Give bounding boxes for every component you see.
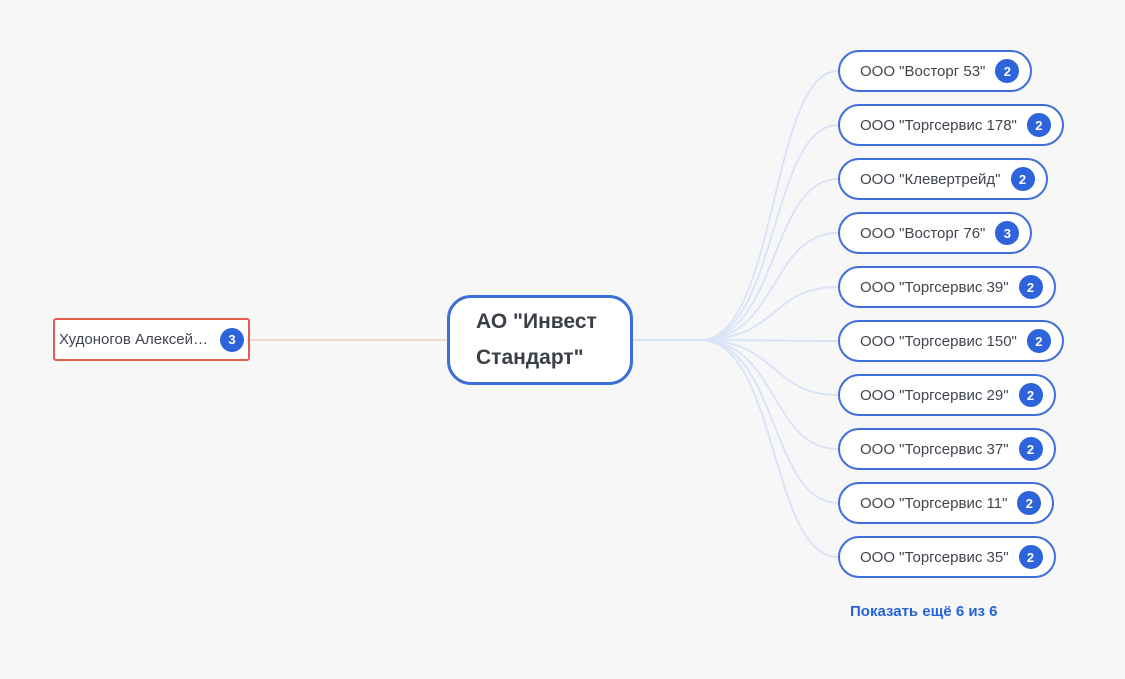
company-node-badge[interactable]: 2 xyxy=(1026,113,1051,137)
company-node[interactable]: ООО "Торгсервис 29" 2 xyxy=(838,374,1056,416)
person-node[interactable]: Худоногов Алексей… 3 xyxy=(53,318,250,361)
company-node-badge[interactable]: 2 xyxy=(995,59,1020,83)
company-node-label: ООО "Клевертрейд" xyxy=(860,170,1001,188)
company-node[interactable]: ООО "Торгсервис 11" 2 xyxy=(838,482,1055,524)
company-node-label: ООО "Торгсервис 178" xyxy=(860,116,1017,134)
company-node-label: ООО "Восторг 76" xyxy=(860,224,986,242)
company-node-badge[interactable]: 2 xyxy=(1018,275,1043,299)
root-company-node[interactable]: АО "Инвест Стандарт" xyxy=(447,295,633,385)
company-node-badge[interactable]: 2 xyxy=(1018,383,1043,407)
company-node[interactable]: ООО "Восторг 53" 2 xyxy=(838,50,1033,92)
company-node[interactable]: ООО "Торгсервис 39" 2 xyxy=(838,266,1056,308)
company-node[interactable]: ООО "Торгсервис 35" 2 xyxy=(838,536,1056,578)
person-node-badge[interactable]: 3 xyxy=(220,327,245,352)
company-node-badge[interactable]: 2 xyxy=(1018,437,1043,461)
company-node[interactable]: ООО "Торгсервис 37" 2 xyxy=(838,428,1056,470)
company-node-label: ООО "Торгсервис 150" xyxy=(860,332,1017,350)
company-node-badge[interactable]: 2 xyxy=(1017,491,1042,515)
company-node-label: ООО "Торгсервис 11" xyxy=(860,494,1008,512)
show-more-link[interactable]: Показать ещё 6 из 6 xyxy=(850,603,998,620)
company-node-badge[interactable]: 2 xyxy=(1010,167,1035,191)
root-company-label: АО "Инвест Стандарт" xyxy=(476,310,597,369)
company-node[interactable]: ООО "Восторг 76" 3 xyxy=(838,212,1033,254)
company-node[interactable]: ООО "Торгсервис 150" 2 xyxy=(838,320,1064,362)
company-node-label: ООО "Торгсервис 39" xyxy=(860,278,1009,296)
company-node[interactable]: ООО "Клевертрейд" 2 xyxy=(838,158,1048,200)
company-node-badge[interactable]: 3 xyxy=(995,221,1020,245)
company-node-label: ООО "Торгсервис 37" xyxy=(860,440,1009,458)
company-node-badge[interactable]: 2 xyxy=(1018,545,1043,569)
company-node-badge[interactable]: 2 xyxy=(1026,329,1051,353)
company-node-label: ООО "Торгсервис 29" xyxy=(860,386,1009,404)
person-node-label: Худоногов Алексей… xyxy=(58,331,209,348)
company-node-label: ООО "Восторг 53" xyxy=(860,62,986,80)
company-node-label: ООО "Торгсервис 35" xyxy=(860,548,1009,566)
company-node[interactable]: ООО "Торгсервис 178" 2 xyxy=(838,104,1064,146)
